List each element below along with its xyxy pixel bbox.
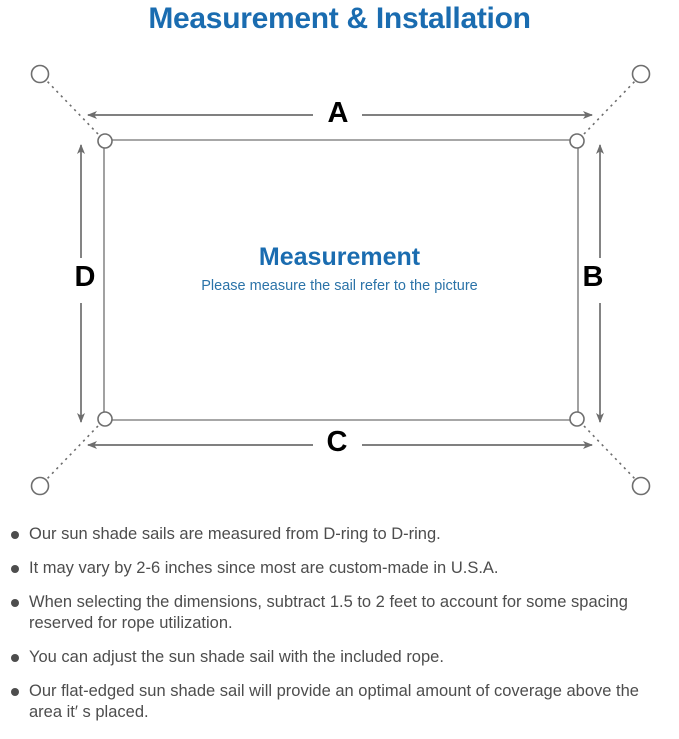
rope-top-left (43, 77, 99, 135)
note-text: When selecting the dimensions, subtract … (29, 593, 628, 632)
d-ring-top-left (97, 133, 113, 149)
diagram-center-title: Measurement (258, 243, 421, 271)
dimension-label-d: D (74, 261, 96, 293)
rope-bottom-left (43, 425, 99, 483)
note-text: Our sun shade sails are measured from D-… (29, 525, 441, 543)
note-text: It may vary by 2-6 inches since most are… (29, 559, 499, 577)
list-item: You can adjust the sun shade sail with t… (0, 647, 679, 668)
sail-shape (103, 139, 579, 421)
dimension-label-c: C (326, 426, 348, 458)
rope-bottom-right (583, 425, 639, 483)
bullet-icon (11, 599, 19, 607)
anchor-ring-top-left (30, 64, 50, 84)
diagram-svg (30, 64, 651, 496)
anchor-ring-top-right (631, 64, 651, 84)
rope-top-right (583, 77, 639, 135)
anchor-ring-bottom-left (30, 476, 50, 496)
d-ring-bottom-left (97, 411, 113, 427)
d-ring-bottom-right (569, 411, 585, 427)
bullet-icon (11, 688, 19, 696)
list-item: Our flat-edged sun shade sail will provi… (0, 681, 679, 723)
bullet-icon (11, 531, 19, 539)
measurement-diagram: Measurement Please measure the sail refe… (0, 45, 679, 515)
diagram-center-subtitle: Please measure the sail refer to the pic… (201, 278, 478, 294)
dimension-label-a: A (327, 97, 349, 129)
bullet-icon (11, 654, 19, 662)
list-item: It may vary by 2-6 inches since most are… (0, 558, 679, 579)
note-text: Our flat-edged sun shade sail will provi… (29, 682, 639, 721)
bullet-icon (11, 565, 19, 573)
list-item: When selecting the dimensions, subtract … (0, 592, 679, 634)
anchor-ring-bottom-right (631, 476, 651, 496)
d-ring-top-right (569, 133, 585, 149)
note-text: You can adjust the sun shade sail with t… (29, 648, 444, 666)
page-title: Measurement & Installation (148, 2, 531, 35)
notes-list: Our sun shade sails are measured from D-… (0, 524, 679, 736)
list-item: Our sun shade sails are measured from D-… (0, 524, 679, 545)
dimension-label-b: B (582, 261, 604, 293)
